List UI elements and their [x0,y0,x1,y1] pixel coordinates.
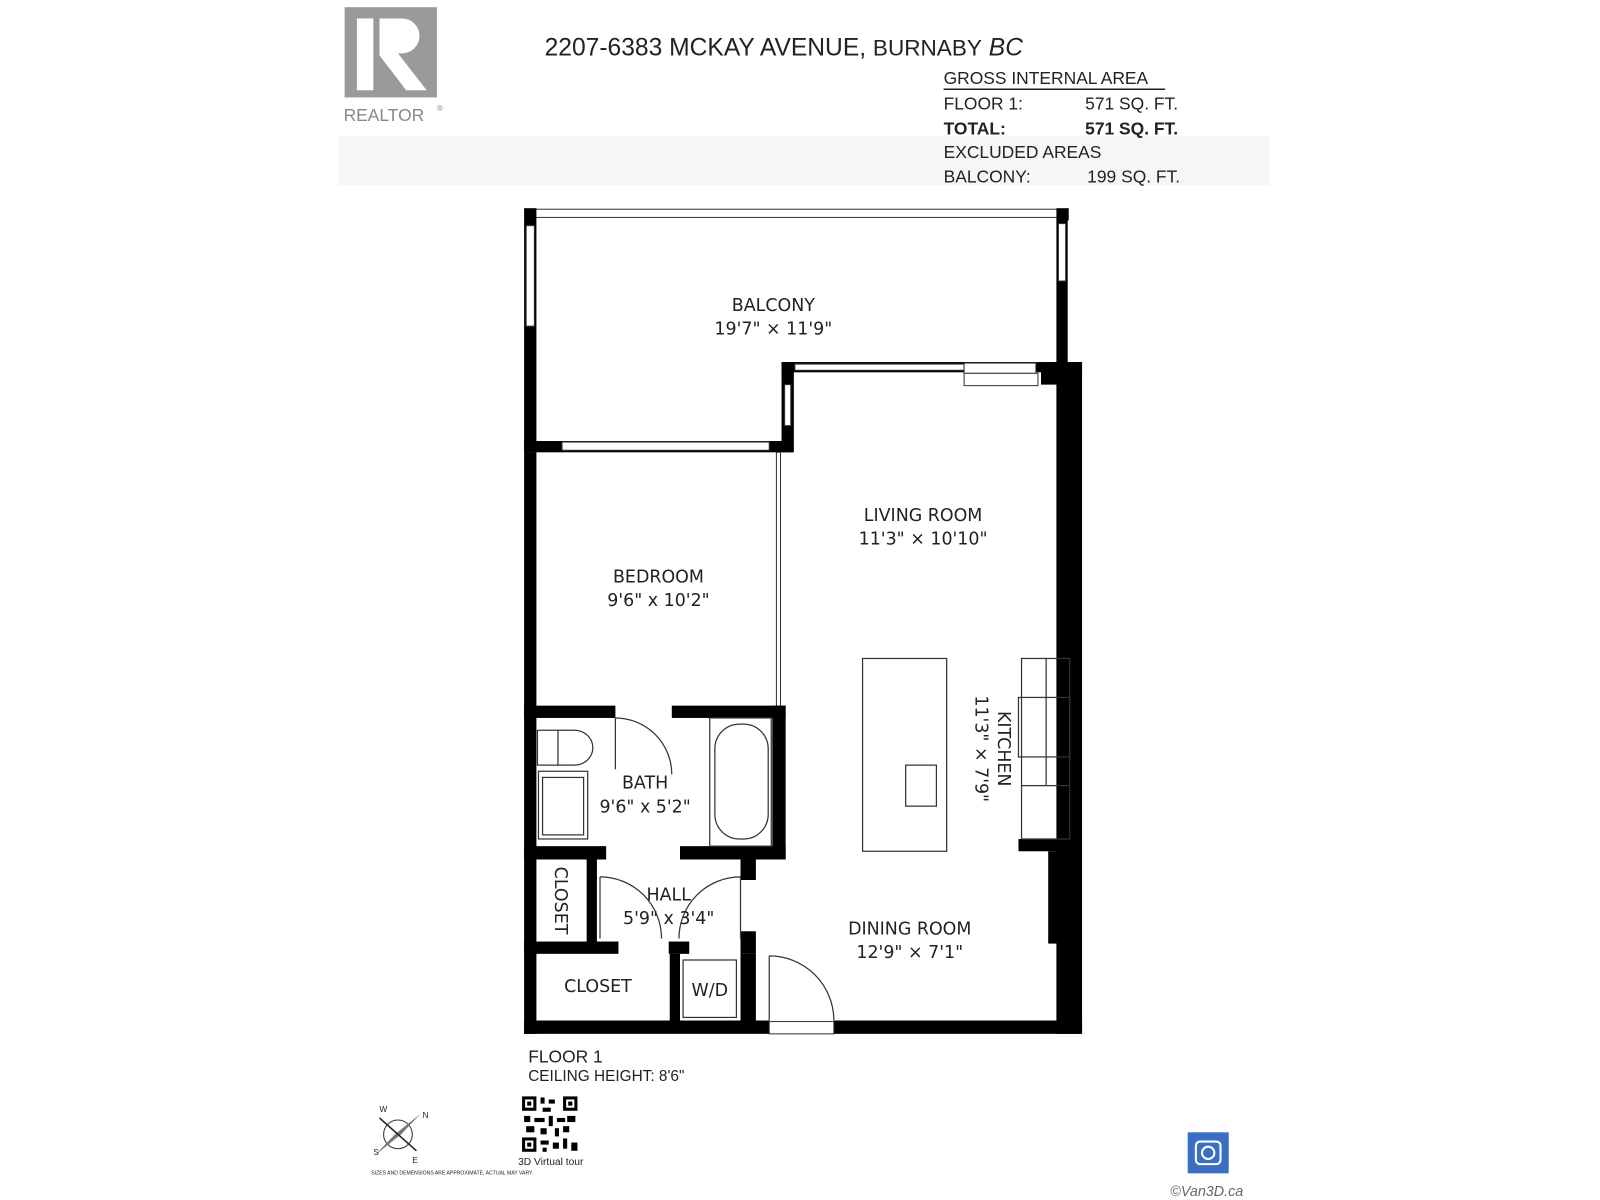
svg-text:FLOOR 1: FLOOR 1 [528,1047,603,1067]
room-closet: CLOSET [564,977,632,997]
copyright: ©Van3D.ca [1170,1184,1243,1200]
disclaimer: SIZES AND DEMENSIONS ARE APPROXIMATE, AC… [371,1170,533,1176]
fixtures [536,657,1071,1021]
svg-text:3D Virtual tour: 3D Virtual tour [518,1157,584,1168]
svg-text:EXCLUDED AREAS: EXCLUDED AREAS [944,142,1102,162]
svg-text:199 SQ. FT.: 199 SQ. FT. [1087,167,1180,187]
realtor-logo: REALTOR ® [344,7,443,125]
room-kitchen: KITCHEN 11'3" × 7'9" [970,695,1013,802]
svg-text:571 SQ. FT.: 571 SQ. FT. [1085,94,1178,114]
svg-text:BEDROOM: BEDROOM [613,568,704,588]
svg-text:GROSS INTERNAL AREA: GROSS INTERNAL AREA [944,68,1149,88]
svg-text:TOTAL:: TOTAL: [944,118,1006,138]
svg-text:5'9" x 3'4": 5'9" x 3'4" [623,909,714,929]
svg-text:DINING ROOM: DINING ROOM [848,919,971,939]
area-summary: GROSS INTERNAL AREA FLOOR 1: 571 SQ. FT.… [944,68,1181,186]
svg-text:BALCONY: BALCONY [732,296,815,316]
svg-text:KITCHEN: KITCHEN [993,711,1013,787]
svg-text:571 SQ. FT.: 571 SQ. FT. [1085,118,1178,138]
svg-text:®: ® [437,104,443,113]
room-living: LIVING ROOM 11'3" × 10'10" [859,506,988,550]
svg-text:BATH: BATH [622,774,668,794]
room-bedroom: BEDROOM 9'6" x 10'2" [607,568,709,612]
van3d-logo: ©Van3D.ca [1170,1132,1243,1200]
room-balcony: BALCONY 19'7" × 11'9" [714,296,832,340]
svg-text:REALTOR: REALTOR [344,105,425,125]
svg-text:E: E [412,1156,418,1165]
qr-code[interactable]: 3D Virtual tour [518,1096,584,1168]
svg-text:11'3" × 7'9": 11'3" × 7'9" [970,695,990,802]
compass-icon: N W S E [373,1105,428,1165]
svg-text:LIVING ROOM: LIVING ROOM [864,506,983,526]
address-title: 2207-6383 MCKAY AVENUE, BURNABY BC [545,34,1024,61]
svg-text:S: S [373,1148,379,1157]
floor-label: FLOOR 1 CEILING HEIGHT: 8'6" [528,1047,684,1085]
room-closet-vertical: CLOSET [550,867,570,935]
svg-text:19'7" × 11'9": 19'7" × 11'9" [714,319,832,339]
svg-text:W: W [379,1105,387,1114]
svg-text:9'6" x 10'2": 9'6" x 10'2" [607,591,709,611]
svg-text:12'9" × 7'1": 12'9" × 7'1" [856,943,963,963]
svg-text:FLOOR 1:: FLOOR 1: [944,94,1023,114]
header-band [338,136,1270,186]
room-bath: BATH 9'6" x 5'2" [599,774,690,818]
room-hall: HALL 5'9" x 3'4" [623,886,714,930]
svg-text:9'6" x 5'2": 9'6" x 5'2" [599,797,690,817]
svg-text:BALCONY:: BALCONY: [944,167,1031,187]
svg-text:11'3" × 10'10": 11'3" × 10'10" [859,530,988,550]
room-washer-dryer: W/D [691,981,728,1001]
svg-text:HALL: HALL [646,886,691,906]
room-dining: DINING ROOM 12'9" × 7'1" [848,919,971,963]
walls [524,208,1083,1035]
svg-text:CLOSET: CLOSET [550,867,570,935]
svg-text:N: N [423,1111,429,1120]
svg-text:CEILING HEIGHT: 8'6": CEILING HEIGHT: 8'6" [528,1068,684,1085]
